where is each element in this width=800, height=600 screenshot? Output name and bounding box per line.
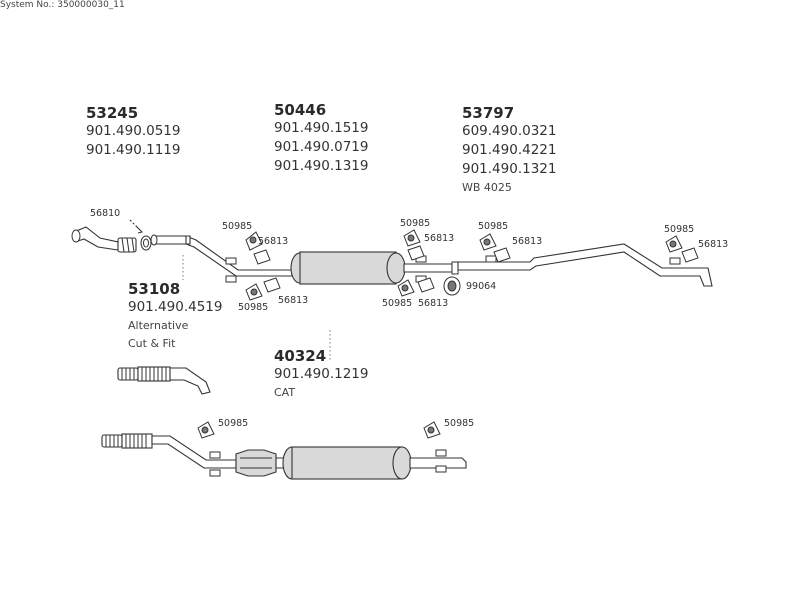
label-56813: 56813 <box>258 236 289 247</box>
rubber-mount-icon <box>245 283 263 301</box>
gasket-ring-inner <box>143 238 149 248</box>
part-group-40324: 40324 901.490.1219 CAT <box>274 347 368 402</box>
rubber-mount-icon <box>423 421 441 439</box>
part-number: 609.490.0321 <box>462 123 557 139</box>
bracket-icon <box>417 277 435 293</box>
group-heading: 53797 <box>462 104 515 122</box>
part-number: 901.490.1519 <box>274 120 369 136</box>
hanger-bracket <box>435 465 447 473</box>
rubber-mount-icon <box>403 229 421 247</box>
hanger-bracket <box>225 275 237 283</box>
rubber-mount-icon <box>197 421 215 439</box>
part-number: 901.490.0519 <box>86 123 181 139</box>
part-number: 901.490.1319 <box>274 158 369 174</box>
lower-muffler <box>291 446 403 480</box>
group-note: Cut & Fit <box>128 337 176 350</box>
label-50985: 50985 <box>664 224 695 235</box>
group-heading: 50446 <box>274 101 327 119</box>
label-50985: 50985 <box>382 298 413 309</box>
part-group-53108: 53108 901.490.4519 Alternative Cut & Fit <box>128 280 222 353</box>
rubber-mount-icon <box>397 279 415 297</box>
pipe-clamp <box>451 261 459 275</box>
lower-front-pipe <box>101 433 237 469</box>
bracket-icon <box>681 247 699 263</box>
label-56813: 56813 <box>278 295 309 306</box>
part-group-53245: 53245 901.490.0519 901.490.1119 <box>86 104 180 160</box>
group-note: WB 4025 <box>462 181 512 194</box>
label-56813: 56813 <box>418 298 449 309</box>
rubber-mount-icon <box>665 235 683 253</box>
hanger-bracket <box>225 257 237 265</box>
group-note: Alternative <box>128 319 189 332</box>
group-heading: 53245 <box>86 104 139 122</box>
part-number: 901.490.0719 <box>274 139 369 155</box>
label-56813: 56813 <box>424 233 455 244</box>
bracket-icon <box>493 247 511 263</box>
bracket-icon <box>263 277 281 293</box>
label-56813: 56813 <box>512 236 543 247</box>
front-pipe-56810 <box>71 219 143 253</box>
label-99064: 99064 <box>466 281 497 292</box>
part-number: 901.490.1219 <box>274 366 369 382</box>
rubber-mount-icon <box>479 233 497 251</box>
label-50985: 50985 <box>218 418 249 429</box>
system-number: System No.: 350000030_11 <box>0 0 125 10</box>
label-50985: 50985 <box>444 418 475 429</box>
rubber-mount-icon <box>245 231 263 251</box>
hanger-bracket <box>209 469 221 477</box>
group-heading: 40324 <box>274 347 327 365</box>
lower-tailpipe <box>409 457 467 469</box>
group-heading: 53108 <box>128 280 181 298</box>
label-56813: 56813 <box>698 239 729 250</box>
label-50985: 50985 <box>238 302 269 313</box>
part-number: 901.490.1119 <box>86 142 181 158</box>
part-group-50446: 50446 901.490.1519 901.490.0719 901.490.… <box>274 101 368 176</box>
hanger-bracket <box>669 257 681 265</box>
label-50985: 50985 <box>400 218 431 229</box>
group-note: CAT <box>274 386 296 399</box>
bracket-icon <box>407 245 425 261</box>
label-56810: 56810 <box>90 208 121 219</box>
label-50985: 50985 <box>222 221 253 232</box>
cut-and-fit-pipe-53108 <box>117 366 211 395</box>
middle-outlet-pipe <box>403 263 453 273</box>
hanger-bracket <box>485 255 497 263</box>
hanger-bracket <box>435 449 447 457</box>
catalytic-converter <box>235 449 277 477</box>
label-50985: 50985 <box>478 221 509 232</box>
middle-muffler <box>299 251 397 285</box>
part-number: 901.490.4519 <box>128 299 223 315</box>
rear-pipe-53797 <box>457 243 713 287</box>
part-number: 901.490.1321 <box>462 161 557 177</box>
hanger-bracket <box>209 451 221 459</box>
part-number: 901.490.4221 <box>462 142 557 158</box>
part-group-53797: 53797 609.490.0321 901.490.4221 901.490.… <box>462 104 556 197</box>
bracket-icon <box>253 249 271 265</box>
clamp-ring-icon <box>443 276 461 296</box>
